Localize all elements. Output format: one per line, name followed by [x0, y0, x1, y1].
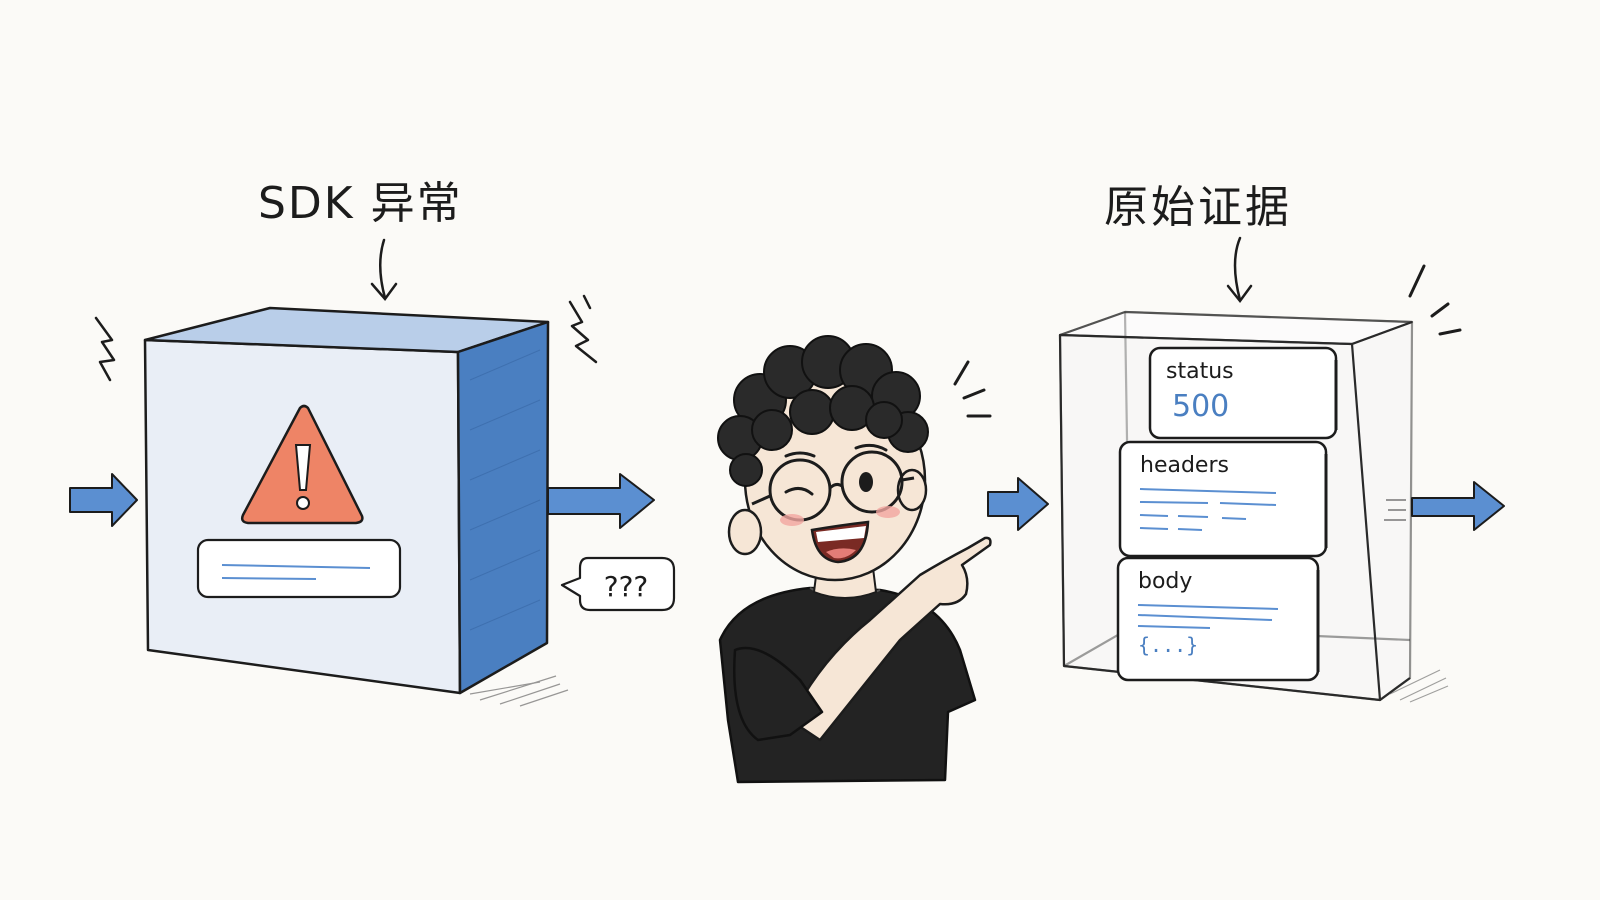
- error-message-bar: [196, 538, 402, 599]
- warning-icon: [240, 404, 364, 525]
- open-eye: [859, 472, 873, 492]
- headers-card: headers: [1118, 440, 1328, 558]
- status-card: status 500: [1148, 346, 1338, 440]
- excitement-marks: [953, 360, 992, 418]
- winking-eye: [784, 487, 814, 496]
- status-code-value: 500: [1172, 389, 1229, 424]
- body-lines: [1137, 604, 1279, 629]
- input-arrow-evidence: [987, 477, 1049, 531]
- sparkle-marks: [1408, 264, 1462, 336]
- developer-character: [717, 335, 992, 784]
- headers-card-title: headers: [1140, 453, 1229, 478]
- output-arrow-sdk: [547, 473, 655, 529]
- sdk-label-arrow: [370, 238, 398, 302]
- raw-evidence-label: 原始证据: [1104, 182, 1292, 233]
- output-arrow-evidence: [1384, 481, 1505, 531]
- sdk-box-side: [456, 320, 550, 695]
- sdk-box-side-texture: [469, 349, 541, 631]
- status-card-title: status: [1166, 359, 1234, 384]
- input-arrow-left: [69, 473, 138, 527]
- confusion-text: ???: [604, 570, 649, 603]
- box-shadow-hatch: [469, 675, 569, 707]
- curly-hair: [717, 335, 929, 487]
- shake-marks-left: [94, 294, 598, 382]
- confusion-speech-bubble: ???: [560, 556, 676, 612]
- raw-evidence-group: 原始证据 status 500: [987, 182, 1505, 703]
- body-card-title: body: [1138, 569, 1192, 594]
- sdk-exception-group: SDK 异常: [69, 178, 676, 707]
- sdk-exception-label: SDK 异常: [258, 178, 463, 229]
- evidence-shadow-hatch: [1389, 669, 1449, 703]
- sleeve: [733, 646, 824, 742]
- raw-label-arrow: [1226, 236, 1253, 304]
- body-card: body {...}: [1116, 556, 1320, 682]
- body-json-preview: {...}: [1138, 633, 1198, 657]
- headers-lines: [1139, 488, 1277, 531]
- pointing-hand: [788, 536, 992, 742]
